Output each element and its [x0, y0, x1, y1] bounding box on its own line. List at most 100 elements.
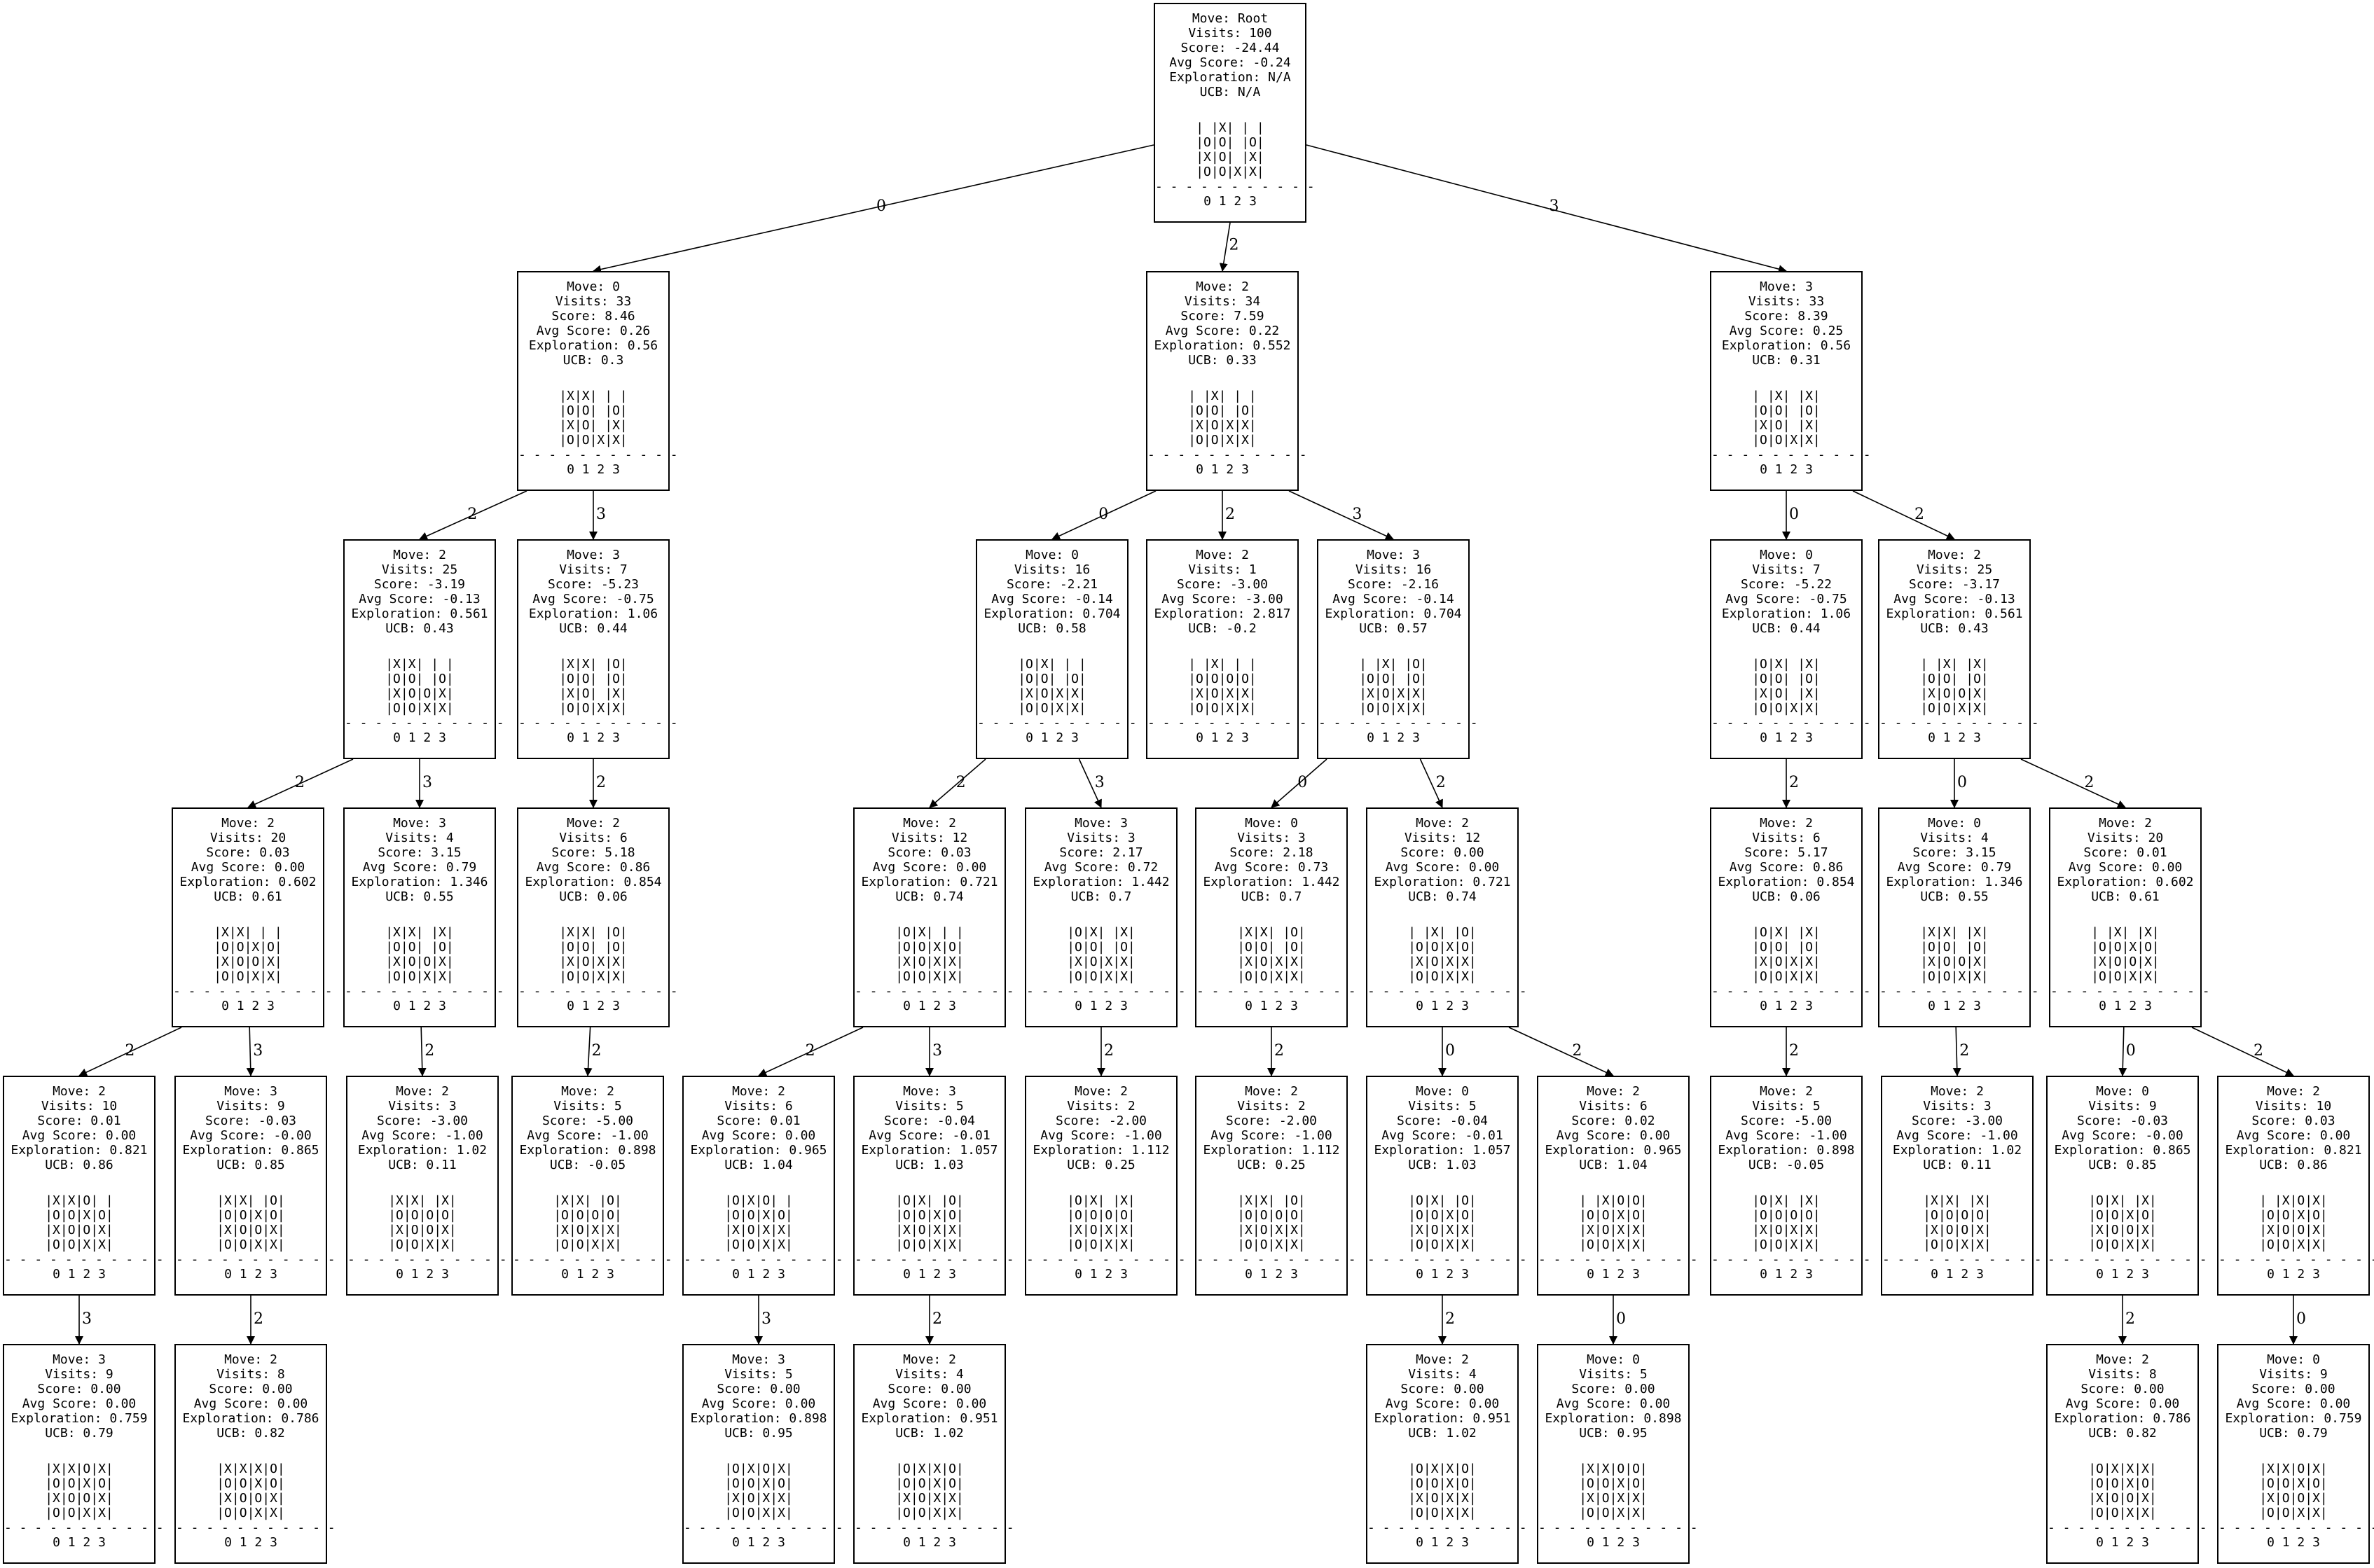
- node-avg-score: Avg Score: 0.00: [701, 1128, 816, 1143]
- board-column-axis: 0 1 2 3: [1760, 1267, 1813, 1282]
- board-column-axis: 0 1 2 3: [2267, 1267, 2320, 1282]
- node-visits: Visits: 6: [1752, 831, 1821, 845]
- board-row: |X|O|X|X|: [895, 955, 964, 969]
- tree-edge: [1078, 758, 1102, 808]
- node-score: Score: 7.59: [1180, 309, 1264, 324]
- board-row: |X|O|X|X|: [1579, 1491, 1648, 1506]
- tree-edge: [1219, 222, 1231, 272]
- board-row: |O|O|X|X|: [385, 701, 454, 716]
- node-exploration: Exploration: 0.721: [1374, 875, 1511, 889]
- board-row: |X|O| |X|: [559, 418, 628, 433]
- board-row: |O|O|X|O|: [724, 1476, 793, 1491]
- node-score: Score: -24.44: [1180, 41, 1280, 55]
- board-row: | |X| |O|: [1408, 925, 1477, 940]
- board-row: |O|O|X|O|: [895, 1208, 964, 1223]
- board-row: |O|O|X|X|: [1018, 701, 1086, 716]
- board-row: |O|O|X|O|: [1408, 1476, 1477, 1491]
- node-avg-score: Avg Score: 0.00: [22, 1396, 137, 1411]
- node-avg-score: Avg Score: 0.00: [1556, 1128, 1671, 1143]
- tree-edge: [1288, 490, 1394, 540]
- board-row: |X|O|O|X|: [216, 1223, 285, 1237]
- node-visits: Visits: 25: [381, 562, 458, 577]
- board-row: |X|O| |X|: [1196, 150, 1264, 165]
- board-row: |O|O|X|O|: [895, 940, 964, 955]
- game-board: | |X| |O||O|O|X|O||X|O|X|X||O|O|X|X|- - …: [1367, 925, 1527, 1013]
- node-avg-score: Avg Score: -0.14: [1332, 592, 1454, 606]
- board-divider: - - - - - - - - - - -: [2218, 1520, 2374, 1535]
- node-score: Score: -3.00: [1911, 1113, 2003, 1128]
- edge-label: 2: [125, 1042, 134, 1060]
- node-exploration: Exploration: 0.561: [351, 606, 488, 621]
- node-move: Move: 0: [1245, 816, 1298, 831]
- board-divider: - - - - - - - - - - -: [1711, 984, 1871, 999]
- board-divider: - - - - - - - - - - -: [1879, 716, 2039, 730]
- tree-edge: [417, 1027, 427, 1076]
- node-visits: Visits: 4: [1920, 831, 1989, 845]
- board-divider: - - - - - - - - - - -: [1711, 716, 1871, 730]
- tree-edge: [1306, 144, 1787, 274]
- game-board: |O|X|O| ||O|O|X|O||X|O|X|X||O|O|X|X|- - …: [684, 1193, 843, 1282]
- board-row: |O|O|X|X|: [216, 1506, 285, 1520]
- node-ucb: UCB: 0.7: [1241, 889, 1302, 904]
- node-avg-score: Avg Score: -1.00: [361, 1128, 483, 1143]
- board-row: |O|X| | |: [895, 925, 964, 940]
- node-score: Score: 5.18: [551, 845, 635, 860]
- node-exploration: Exploration: 0.56: [528, 338, 658, 353]
- board-row: |O|O| |O|: [1359, 672, 1428, 686]
- node-score: Score: 0.00: [1400, 1382, 1484, 1396]
- tree-edge: [246, 1027, 255, 1076]
- board-row: | |X| | |: [1196, 120, 1264, 135]
- board-column-axis: 0 1 2 3: [1587, 1267, 1640, 1282]
- board-row: |X|O|O|X|: [385, 686, 454, 701]
- edge-label: 3: [1352, 506, 1362, 523]
- node-move: Move: Root: [1192, 11, 1269, 26]
- board-row: |X|O|X|X|: [1067, 1223, 1136, 1237]
- game-board: |X|X|O|X||O|O|X|O||X|O|O|X||O|O|X|X|- - …: [2218, 1462, 2374, 1550]
- board-column-axis: 0 1 2 3: [1928, 999, 1981, 1013]
- board-row: |O|O|X|X|: [559, 969, 628, 984]
- tree-edge: [247, 758, 354, 808]
- board-row: |X|O|X|X|: [1408, 955, 1477, 969]
- board-row: |O|O|X|X|: [2259, 1237, 2328, 1252]
- board-divider: - - - - - - - - - - -: [1196, 984, 1356, 999]
- board-row: |O|O|X|X|: [45, 1237, 113, 1252]
- node-avg-score: Avg Score: -1.00: [1210, 1128, 1332, 1143]
- node-visits: Visits: 4: [1408, 1367, 1477, 1382]
- board-column-axis: 0 1 2 3: [1760, 999, 1813, 1013]
- node-visits: Visits: 9: [216, 1099, 285, 1113]
- node-visits: Visits: 34: [1184, 294, 1261, 309]
- node-avg-score: Avg Score: 0.79: [1897, 860, 2012, 875]
- node-ucb: UCB: 0.11: [1923, 1158, 1992, 1172]
- board-row: |O|O|X|O|: [2259, 1476, 2328, 1491]
- board-divider: - - - - - - - - - - -: [1318, 716, 1478, 730]
- board-row: |O|O| |O|: [1752, 940, 1821, 955]
- node-move: Move: 3: [1075, 816, 1128, 831]
- node-exploration: Exploration: 0.759: [2225, 1411, 2362, 1426]
- board-row: |X|X| |O|: [559, 657, 628, 672]
- board-divider: - - - - - - - - - - -: [1711, 447, 1871, 462]
- edge-label: 2: [2254, 1042, 2263, 1060]
- node-exploration: Exploration: 0.786: [182, 1411, 319, 1426]
- tree-edge: [2191, 1027, 2294, 1076]
- node-score: Score: 2.18: [1229, 845, 1313, 860]
- edge-label: 2: [1225, 506, 1235, 523]
- board-row: |O|O|X|X|: [1923, 1237, 1992, 1252]
- node-move: Move: 3: [53, 1352, 106, 1367]
- node-ucb: UCB: 0.79: [45, 1426, 113, 1441]
- node-avg-score: Avg Score: 0.00: [1385, 860, 1500, 875]
- board-row: |O|O|O|O|: [1067, 1208, 1136, 1223]
- board-column-axis: 0 1 2 3: [567, 730, 620, 745]
- board-row: |X|O|X|X|: [559, 955, 628, 969]
